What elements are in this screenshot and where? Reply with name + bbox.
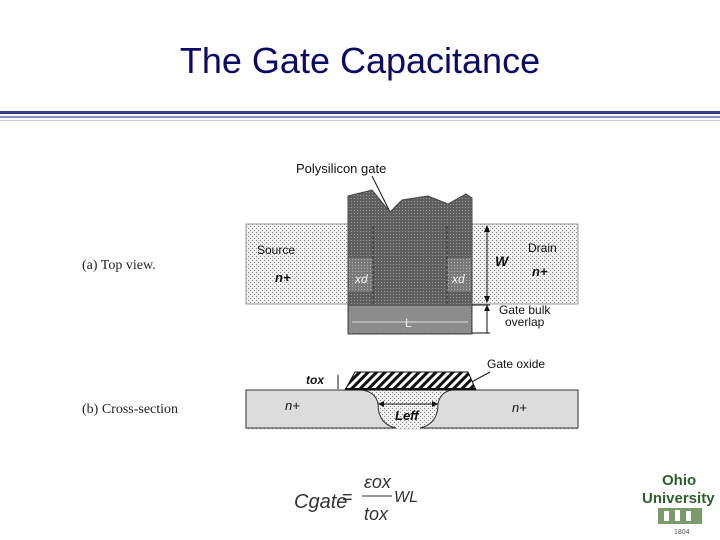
xd-left-label: xd: [354, 272, 368, 286]
tox-label: tox: [306, 373, 325, 387]
equation-lhs: Cgate: [294, 491, 347, 513]
source-doping-label: n+: [275, 270, 291, 285]
drain-doping-label: n+: [532, 264, 548, 279]
caption-top-view: (a) Top view.: [82, 258, 156, 273]
source-well: [245, 389, 397, 429]
slide-title: The Gate Capacitance: [179, 40, 541, 81]
xd-right-label: xd: [451, 272, 465, 286]
polysilicon-pointer: [371, 175, 391, 213]
n-right-label: n+: [512, 400, 527, 415]
width-label: W: [495, 253, 510, 269]
polysilicon-gate-label: Polysilicon gate: [296, 161, 386, 176]
title-rule-tertiary: [0, 120, 720, 121]
leff-label: Leff: [395, 408, 420, 423]
drain-well: [419, 389, 579, 429]
overlap-right: [447, 258, 471, 292]
overlap-label-line2: overlap: [505, 315, 545, 329]
title-rule-secondary: [0, 116, 720, 118]
caption-cross-section: (b) Cross-section: [82, 402, 179, 417]
gate-oxide-label: Gate oxide: [487, 357, 545, 371]
equation-factor: WL: [394, 489, 418, 506]
length-label: L: [405, 316, 412, 330]
university-logo: Ohio University 1804: [642, 472, 715, 536]
gate-stack: [344, 371, 477, 391]
logo-line2: University: [642, 490, 715, 507]
polysilicon-gate: [347, 189, 473, 335]
logo-line3: 1804: [674, 529, 690, 536]
drain-label: Drain: [528, 241, 557, 255]
equation-numerator: εox: [364, 472, 392, 492]
equation-equals: =: [342, 487, 353, 507]
logo-line1: Ohio: [662, 472, 696, 489]
title-rule: [0, 111, 720, 114]
source-label: Source: [257, 243, 295, 257]
equation-denominator: tox: [364, 504, 389, 524]
n-left-label: n+: [285, 398, 300, 413]
overlap-label-line1: Gate bulk: [499, 303, 551, 317]
overlap-left: [349, 258, 373, 292]
